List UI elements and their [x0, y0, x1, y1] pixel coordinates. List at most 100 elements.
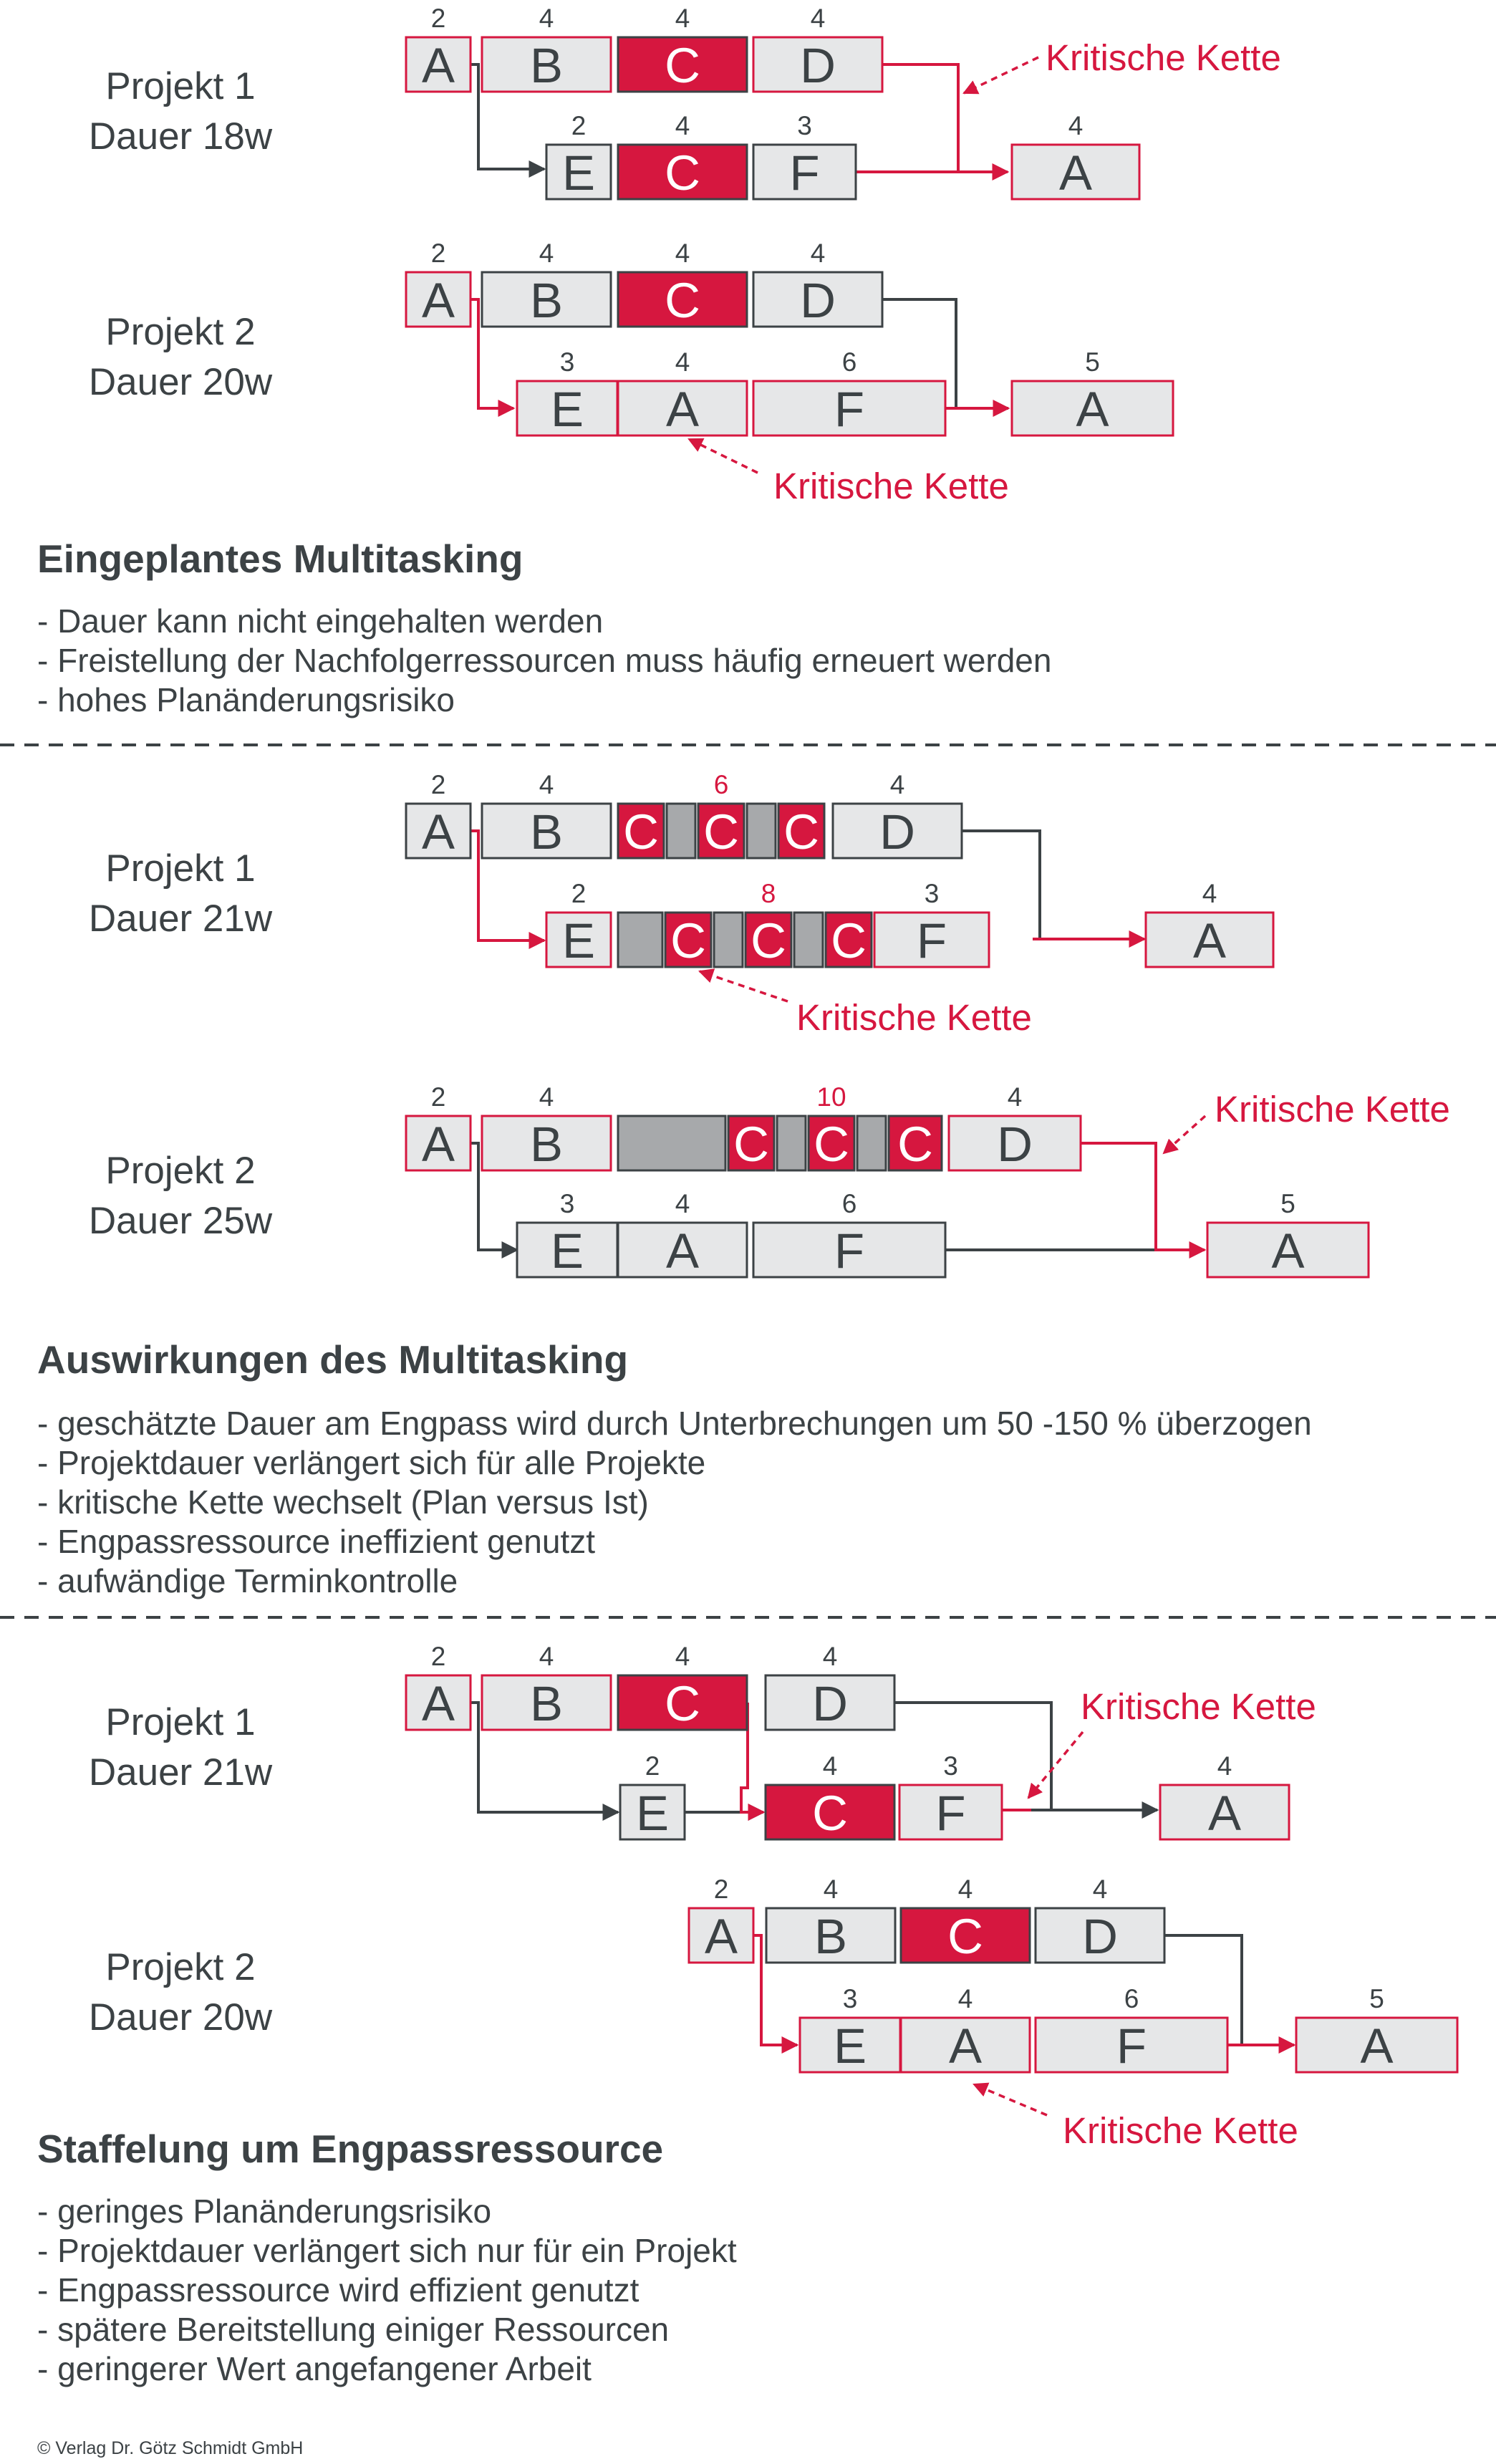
activity-box-frame — [798, 2016, 902, 2074]
activity-box-frame — [617, 1115, 727, 1172]
activity-duration: 10 — [816, 1082, 846, 1112]
activity-box: C4 — [764, 1751, 896, 1841]
activity-box-frame — [887, 1115, 943, 1172]
activity-box-frame — [1034, 1907, 1166, 1964]
activity-box: D4 — [764, 1642, 896, 1731]
activity-box: E2 — [619, 1751, 686, 1841]
connector-line — [740, 1703, 766, 1821]
activity-duration: 4 — [823, 1642, 838, 1671]
critical-chain-label: Kritische Kette — [796, 997, 1032, 1038]
activity-box-frame — [617, 1674, 748, 1731]
activity-box-frame — [776, 1115, 807, 1172]
activity-box-frame — [619, 1784, 686, 1841]
activity-box-frame — [1144, 911, 1275, 968]
bullet-item: - Engpassressource ineffizient genutzt — [37, 1523, 596, 1560]
activity-letter: D — [800, 38, 836, 93]
activity-duration: 8 — [761, 879, 776, 908]
activity-box: F6 — [752, 1189, 947, 1279]
activity-letter: D — [800, 273, 836, 328]
activity-letter: A — [1076, 382, 1109, 437]
activity-box: C10 — [807, 1082, 856, 1172]
activity-box-frame — [744, 911, 793, 968]
activity-duration: 2 — [714, 1875, 729, 1904]
activity-box: E3 — [798, 1984, 902, 2074]
critical-chain-pointer — [1162, 1115, 1207, 1155]
activity-letter: C — [665, 273, 700, 328]
connector-line — [471, 63, 546, 178]
copyright-notice: © Verlag Dr. Götz Schmidt GmbH — [37, 2438, 304, 2458]
activity-box-frame — [405, 1115, 472, 1172]
activity-letter: A — [666, 382, 699, 437]
bullet-item: - Freistellung der Nachfolgerressourcen … — [37, 642, 1052, 679]
connector-line — [471, 1142, 519, 1259]
activity-box-frame — [824, 911, 873, 968]
activity-box: E2 — [545, 111, 612, 201]
activity-letter: F — [834, 382, 864, 437]
connector-line — [894, 1701, 1053, 1810]
activity-box: A5 — [1295, 1984, 1459, 2074]
activity-duration: 2 — [431, 770, 446, 799]
activity-box-frame — [664, 911, 713, 968]
s2-p2-name: Projekt 2 — [105, 1150, 255, 1192]
activity-box-frame — [1206, 1221, 1370, 1279]
connector-line — [753, 1934, 799, 2054]
activity-duration: 3 — [560, 347, 575, 377]
activity-box: C4 — [617, 111, 748, 201]
activity-box: F6 — [1034, 1984, 1229, 2074]
bullet-item: - Projektdauer verlängert sich nur für e… — [37, 2232, 737, 2269]
activity-duration: 2 — [571, 879, 587, 908]
activity-duration: 4 — [823, 1751, 838, 1781]
activity-letter: F — [789, 145, 819, 201]
s3-p1-duration: Dauer 21w — [89, 1751, 273, 1794]
activity-letter: A — [422, 273, 455, 328]
bullet-item: - Dauer kann nicht eingehalten werden — [37, 602, 604, 640]
section1-heading: Eingeplantes Multitasking — [37, 536, 523, 581]
activity-box-frame — [752, 1221, 947, 1279]
critical-chain-pointer — [973, 2082, 1048, 2117]
activity-letter: E — [562, 913, 595, 968]
activity-box-frame — [697, 802, 745, 860]
activity-duration: 2 — [571, 111, 587, 140]
activity-box-frame — [516, 1221, 619, 1279]
activity-letter: B — [530, 1117, 563, 1172]
activity-letter: A — [1059, 145, 1092, 201]
connector-line — [962, 829, 1041, 939]
activity-duration: 4 — [811, 239, 826, 268]
activity-box-frame — [617, 36, 748, 93]
critical-chain-pointer — [1027, 1731, 1084, 1799]
s1-p2-duration: Dauer 20w — [89, 361, 273, 403]
activity-letter: D — [997, 1117, 1033, 1172]
activity-box-frame — [752, 143, 857, 201]
activity-box: D4 — [947, 1082, 1082, 1172]
activity-box: E3 — [516, 1189, 619, 1279]
activity-box — [617, 1115, 727, 1172]
activity-box: A4 — [1010, 111, 1141, 201]
activity-box-frame — [617, 271, 748, 328]
activity-box-frame — [764, 1784, 896, 1841]
activity-box: B4 — [481, 770, 612, 860]
activity-duration: 2 — [431, 1642, 446, 1671]
activity-box: A2 — [687, 1875, 755, 1964]
activity-box-frame — [752, 271, 884, 328]
activity-box: A4 — [899, 1984, 1031, 2074]
activity-box-frame — [1295, 2016, 1459, 2074]
bullet-item: - kritische Kette wechselt (Plan versus … — [37, 1483, 649, 1521]
activity-duration: 4 — [539, 1642, 554, 1671]
activity-letter: F — [935, 1786, 965, 1841]
activity-box: D4 — [831, 770, 963, 860]
activity-box — [665, 802, 697, 860]
activity-box-frame — [752, 36, 884, 93]
activity-duration: 4 — [824, 1875, 839, 1904]
s3-p2-name: Projekt 2 — [105, 1946, 255, 1988]
activity-duration: 3 — [943, 1751, 958, 1781]
activity-box — [745, 802, 777, 860]
bullet-item: - geringes Planänderungsrisiko — [37, 2193, 492, 2230]
activity-box — [793, 911, 824, 968]
activity-letter: C — [665, 38, 700, 93]
activity-box: A5 — [1010, 347, 1174, 437]
activity-letter: A — [949, 2018, 982, 2074]
activity-duration: 4 — [958, 1875, 973, 1904]
activity-box: C4 — [899, 1875, 1031, 1964]
activity-duration: 6 — [842, 347, 857, 377]
activity-box-frame — [617, 802, 665, 860]
